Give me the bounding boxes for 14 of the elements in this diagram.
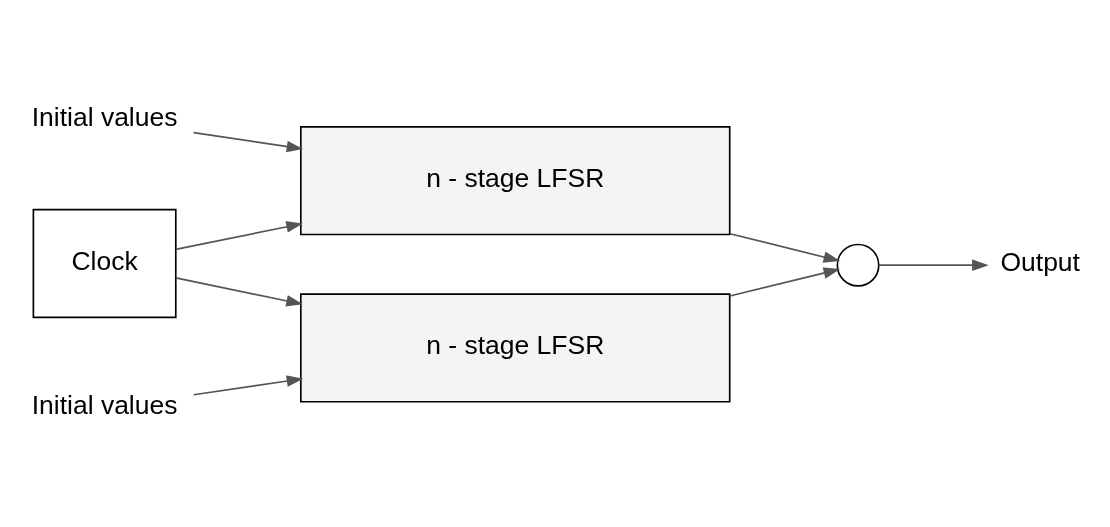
arrow — [878, 259, 989, 271]
arrow — [192, 131, 304, 153]
node-text: Output — [1000, 247, 1080, 278]
node-box: n - stage LFSR — [300, 293, 731, 403]
arrow — [729, 232, 841, 263]
arrow — [174, 277, 303, 307]
node-text: Initial values — [31, 101, 178, 132]
node-text: Initial values — [31, 389, 178, 420]
arrow — [174, 221, 303, 251]
node-box: Clock — [32, 208, 177, 319]
arrow — [192, 375, 304, 396]
node-box: n - stage LFSR — [300, 126, 731, 236]
arrow — [729, 267, 841, 297]
node-circle — [836, 243, 880, 287]
